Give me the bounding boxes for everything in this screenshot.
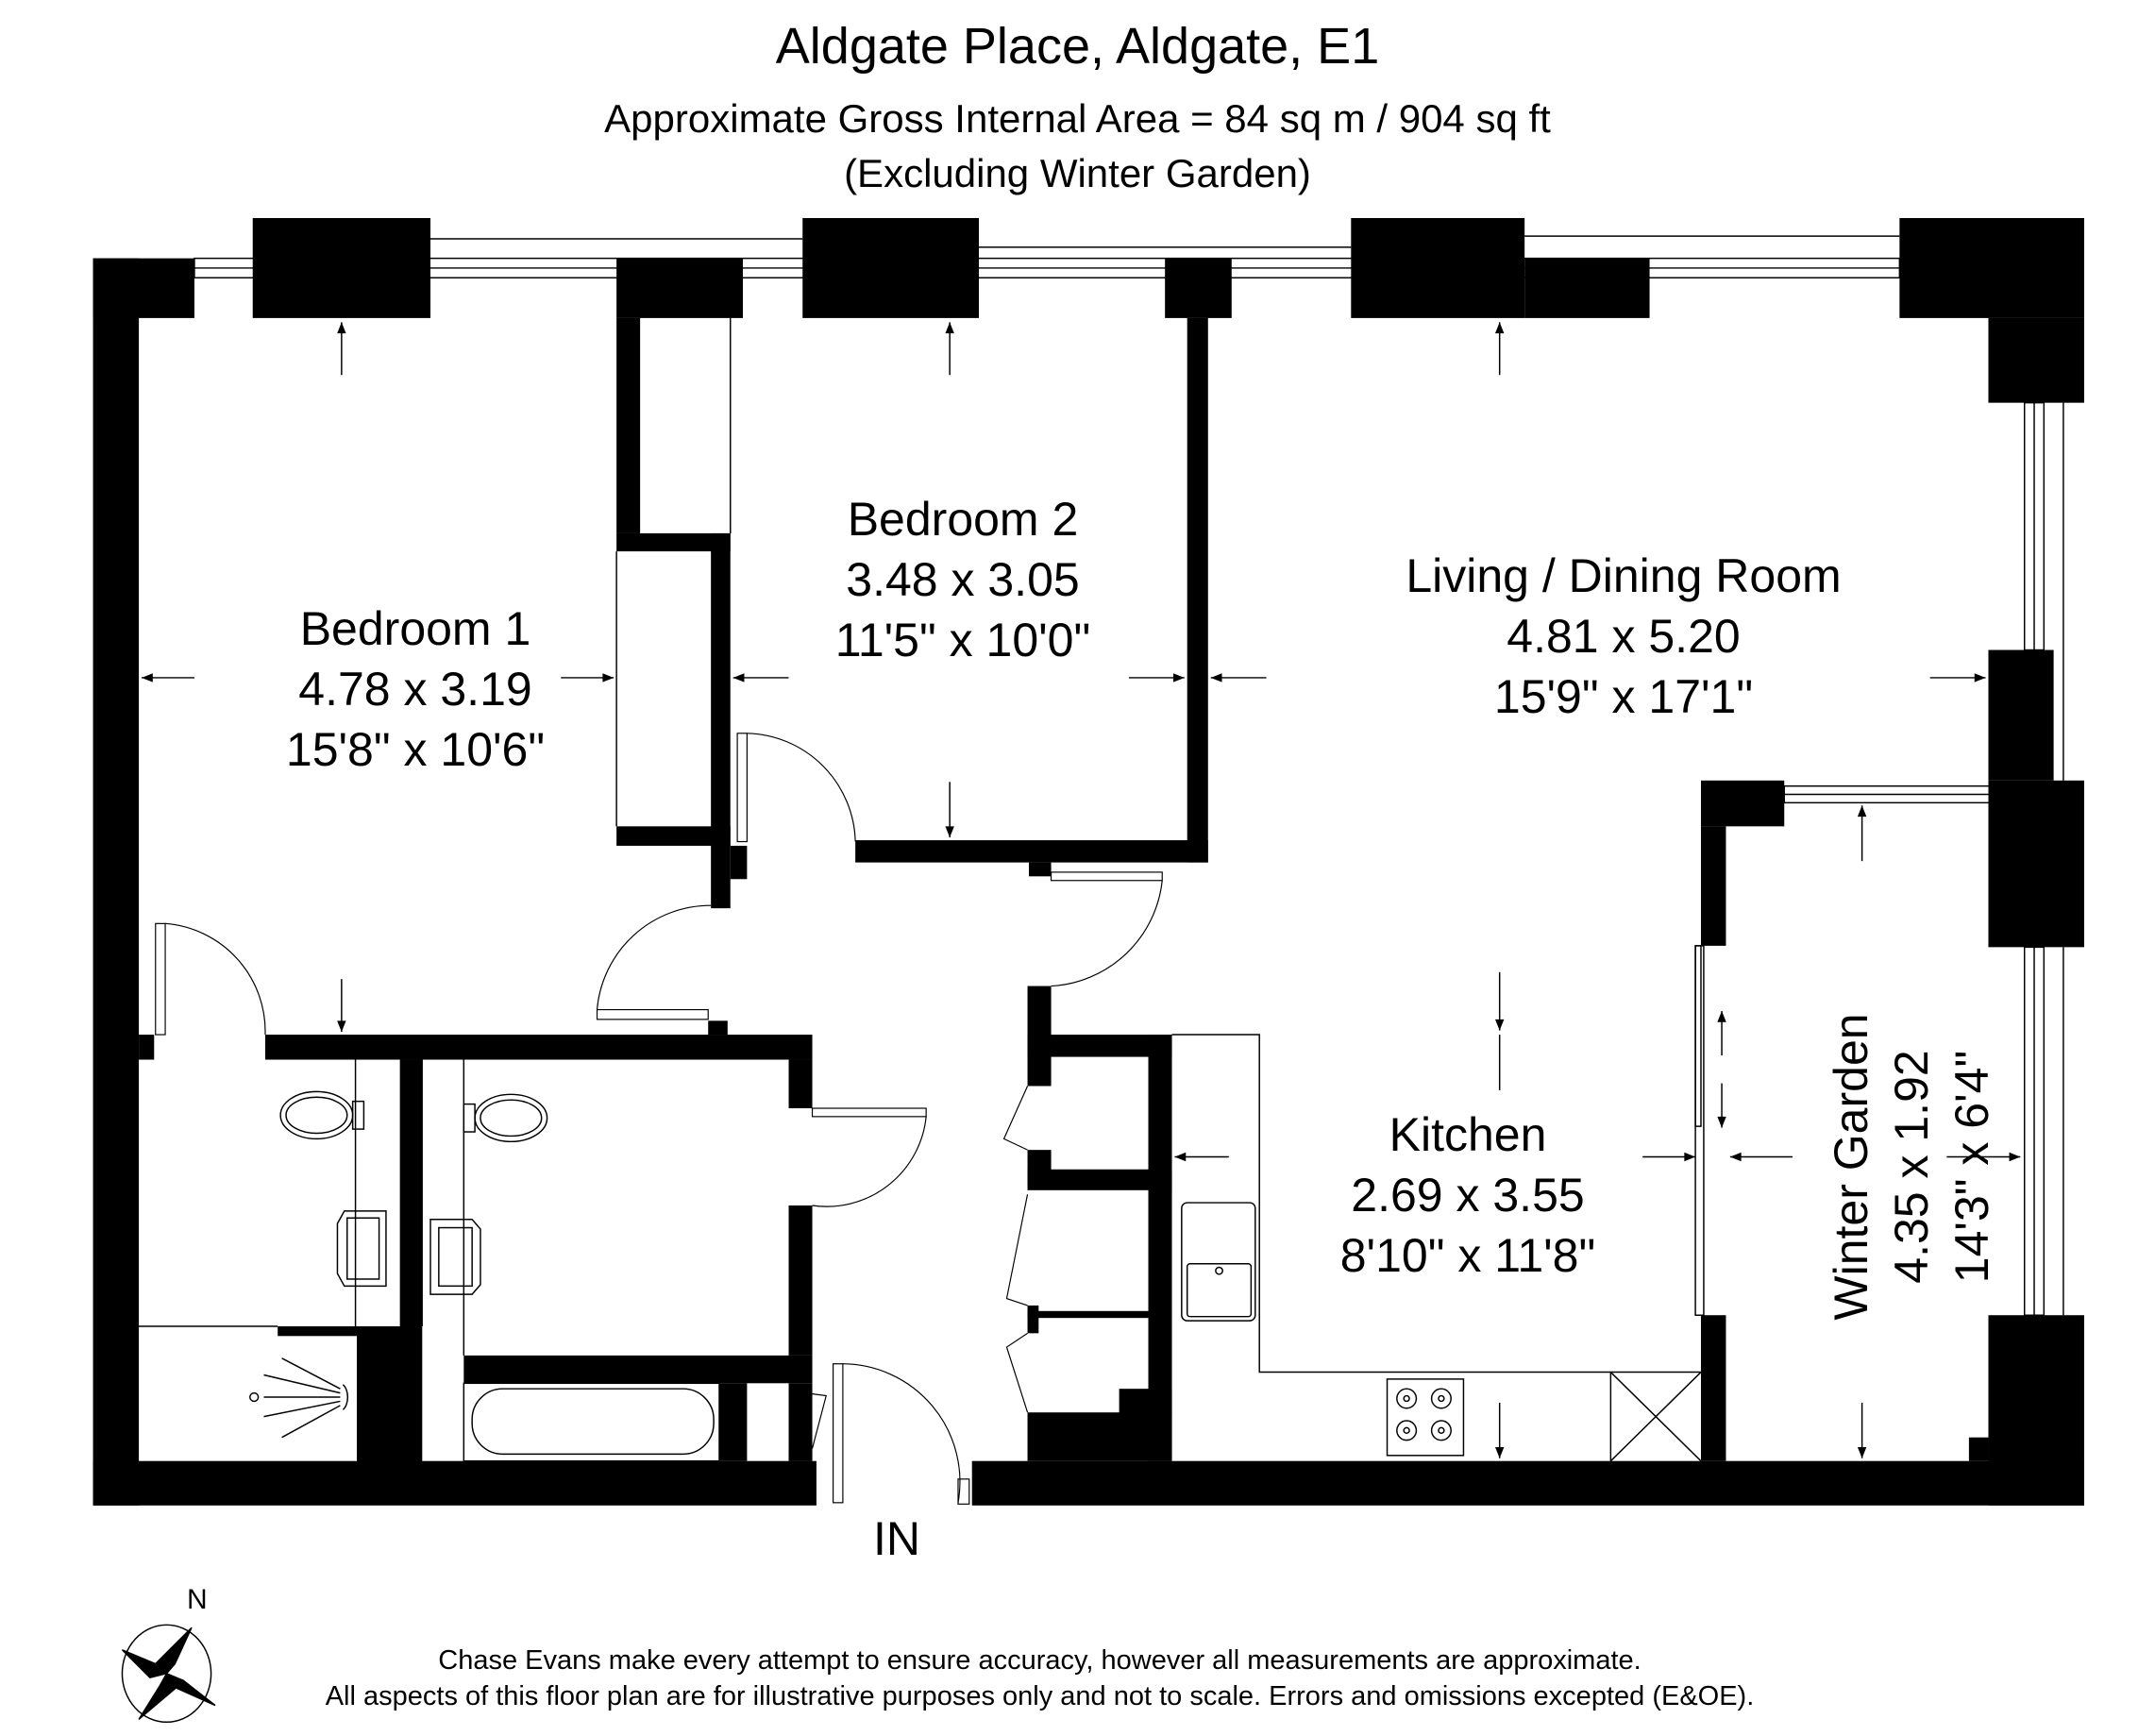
plan-title: Aldgate Place, Aldgate, E1	[775, 18, 1380, 75]
room-imperial: 11'5" x 10'0"	[834, 614, 1091, 666]
gross-area: Approximate Gross Internal Area = 84 sq …	[604, 96, 1551, 141]
compass-icon	[121, 1624, 216, 1724]
disclaimer-line-2: All aspects of this floor plan are for i…	[325, 1681, 1755, 1711]
room-name: Winter Garden	[1825, 1013, 1877, 1321]
area-note: (Excluding Winter Garden)	[844, 151, 1311, 195]
room-label-living-dining: Living / Dining Room 4.81 x 5.20 15'9" x…	[1369, 546, 1878, 727]
room-metric: 2.69 x 3.55	[1351, 1169, 1585, 1222]
disclaimer-line-1: Chase Evans make every attempt to ensure…	[438, 1645, 1642, 1676]
dimension-arrows	[142, 322, 2021, 1458]
room-name: Living / Dining Room	[1406, 549, 1842, 602]
room-label-bedroom-2: Bedroom 2 3.48 x 3.05 11'5" x 10'0"	[802, 489, 1123, 670]
room-label-winter-garden: Winter Garden 4.35 x 1.92 14'3" x 6'4"	[1821, 969, 2002, 1365]
room-label-kitchen: Kitchen 2.69 x 3.55 8'10" x 11'8"	[1298, 1104, 1638, 1286]
entrance-label: IN	[873, 1512, 920, 1565]
room-imperial: 15'9" x 17'1"	[1493, 670, 1754, 723]
room-metric: 3.48 x 3.05	[846, 553, 1080, 606]
room-name: Bedroom 2	[847, 493, 1079, 546]
north-label: N	[187, 1584, 208, 1615]
walls	[93, 217, 2084, 1506]
room-imperial: 14'3" x 6'4"	[1945, 1050, 1998, 1284]
doors	[155, 733, 1163, 1505]
bathroom-fixtures	[249, 1090, 720, 1462]
room-imperial: 8'10" x 11'8"	[1339, 1229, 1596, 1282]
room-name: Bedroom 1	[299, 602, 531, 655]
room-name: Kitchen	[1389, 1108, 1547, 1161]
room-metric: 4.78 x 3.19	[298, 663, 532, 716]
kitchen-fixtures	[1181, 1202, 1465, 1457]
fixtures-lines	[139, 317, 1705, 1462]
room-label-bedroom-1: Bedroom 1 4.78 x 3.19 15'8" x 10'6"	[255, 598, 576, 780]
room-imperial: 15'8" x 10'6"	[285, 723, 546, 776]
room-metric: 4.35 x 1.92	[1885, 1050, 1938, 1284]
room-metric: 4.81 x 5.20	[1507, 610, 1741, 663]
